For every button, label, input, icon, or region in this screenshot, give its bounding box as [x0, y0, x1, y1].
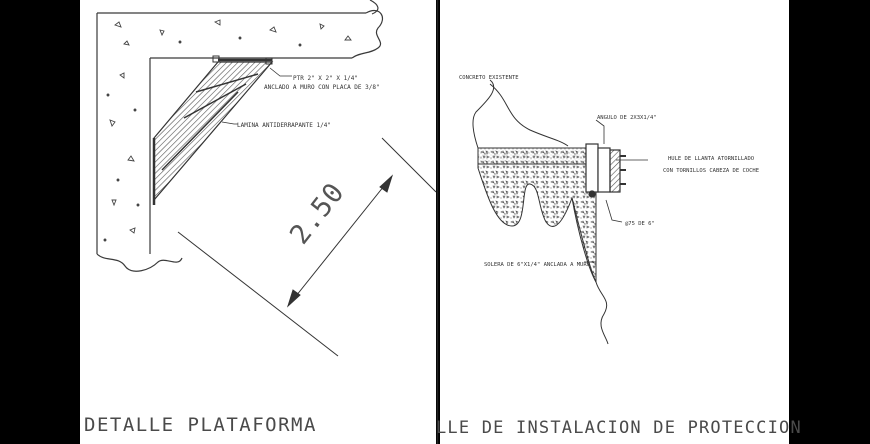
angle-bracket [585, 143, 626, 198]
label-tornillos: CON TORNILLOS CABEZA DE COCHE [663, 168, 759, 174]
concrete-hatch [103, 19, 352, 242]
label-sep: @75 DE 6" [625, 221, 655, 227]
label-hule: HULE DE LLANTA ATORNILLADO [668, 156, 754, 162]
left-panel-title: DETALLE PLATAFORMA [84, 414, 317, 436]
dimension-line [177, 137, 437, 357]
wall-corner [96, 0, 383, 272]
break-lines-right [472, 79, 609, 345]
label-concreto: CONCRETO EXISTENTE [459, 75, 519, 81]
label-angulo: ANGULO DE 2X3X1/4" [597, 115, 657, 121]
leaders-left [221, 67, 292, 125]
label-anclado: ANCLADO A MURO CON PLACA DE 3/8" [264, 84, 380, 91]
right-panel-title: LLE DE INSTALACION DE PROTECCION [436, 418, 802, 438]
platform [152, 55, 274, 205]
label-ptr: PTR 2" X 2" X 1/4" [293, 75, 358, 82]
leaders-right [584, 119, 648, 263]
label-solera: SOLERA DE 6"X1/4" ANCLADA A MURO [484, 262, 590, 268]
label-lamina: LAMINA ANTIDERRAPANTE 1/4" [237, 122, 331, 129]
right-sheet [440, 0, 789, 444]
